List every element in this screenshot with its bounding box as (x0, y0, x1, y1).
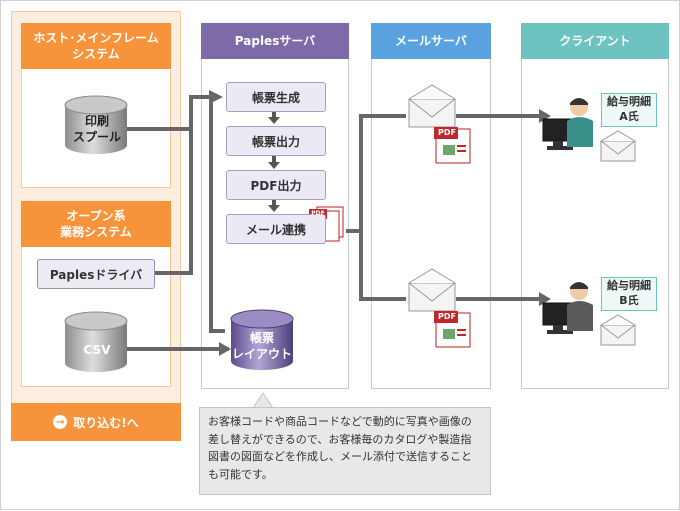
envelope-icon (600, 130, 636, 162)
client-user-icon (542, 282, 593, 334)
paples-driver: Paplesドライバ (37, 259, 155, 289)
input-connectors (127, 95, 541, 351)
open-system-header: オープン系 業務システム (21, 201, 171, 247)
note-pointer (252, 392, 274, 409)
step-arrows (268, 111, 280, 212)
pdf-label: PDF (438, 312, 456, 321)
envelope-icon (408, 84, 456, 128)
payslip-tag-a: 給与明細 A氏 (601, 93, 657, 127)
layout-label: 帳票 レイアウト (231, 331, 292, 361)
layout-cylinder (230, 309, 294, 370)
client-user-icon (542, 98, 593, 150)
paples-server-header: Paplesサーバ (201, 23, 349, 59)
csv-label: CSV (83, 343, 111, 357)
client-header: クライアント (521, 23, 669, 59)
step-mail-integration: メール連携 (226, 214, 326, 244)
pdf-document-icon (434, 127, 471, 164)
payslip-tag-b: 給与明細 B氏 (601, 277, 657, 311)
envelope-icon (408, 268, 456, 312)
mail-server-header: メールサーバ (371, 23, 491, 59)
pdf-label: PDF (311, 210, 325, 217)
arrowheads (209, 90, 551, 356)
csv-cylinder (64, 311, 128, 372)
spool-cylinder (64, 95, 128, 154)
note-callout: お客様コードや商品コードなどで動的に写真や画像の差し替えができるので、お客様毎の… (199, 407, 491, 495)
step-pdf-output: PDF出力 (226, 170, 326, 200)
spool-label: 印刷 スプール (72, 114, 121, 144)
host-system-header: ホスト･メインフレーム システム (21, 23, 171, 69)
pdf-label: PDF (438, 128, 456, 137)
import-link-label: 取り込む!へ (73, 415, 139, 430)
import-link-button[interactable]: → 取り込む!へ (11, 403, 181, 441)
pdf-document-icon (434, 311, 471, 348)
arrow-right-icon: → (53, 415, 68, 429)
envelope-icon (600, 314, 636, 346)
step-form-output: 帳票出力 (226, 126, 326, 156)
step-form-generation: 帳票生成 (226, 82, 326, 112)
